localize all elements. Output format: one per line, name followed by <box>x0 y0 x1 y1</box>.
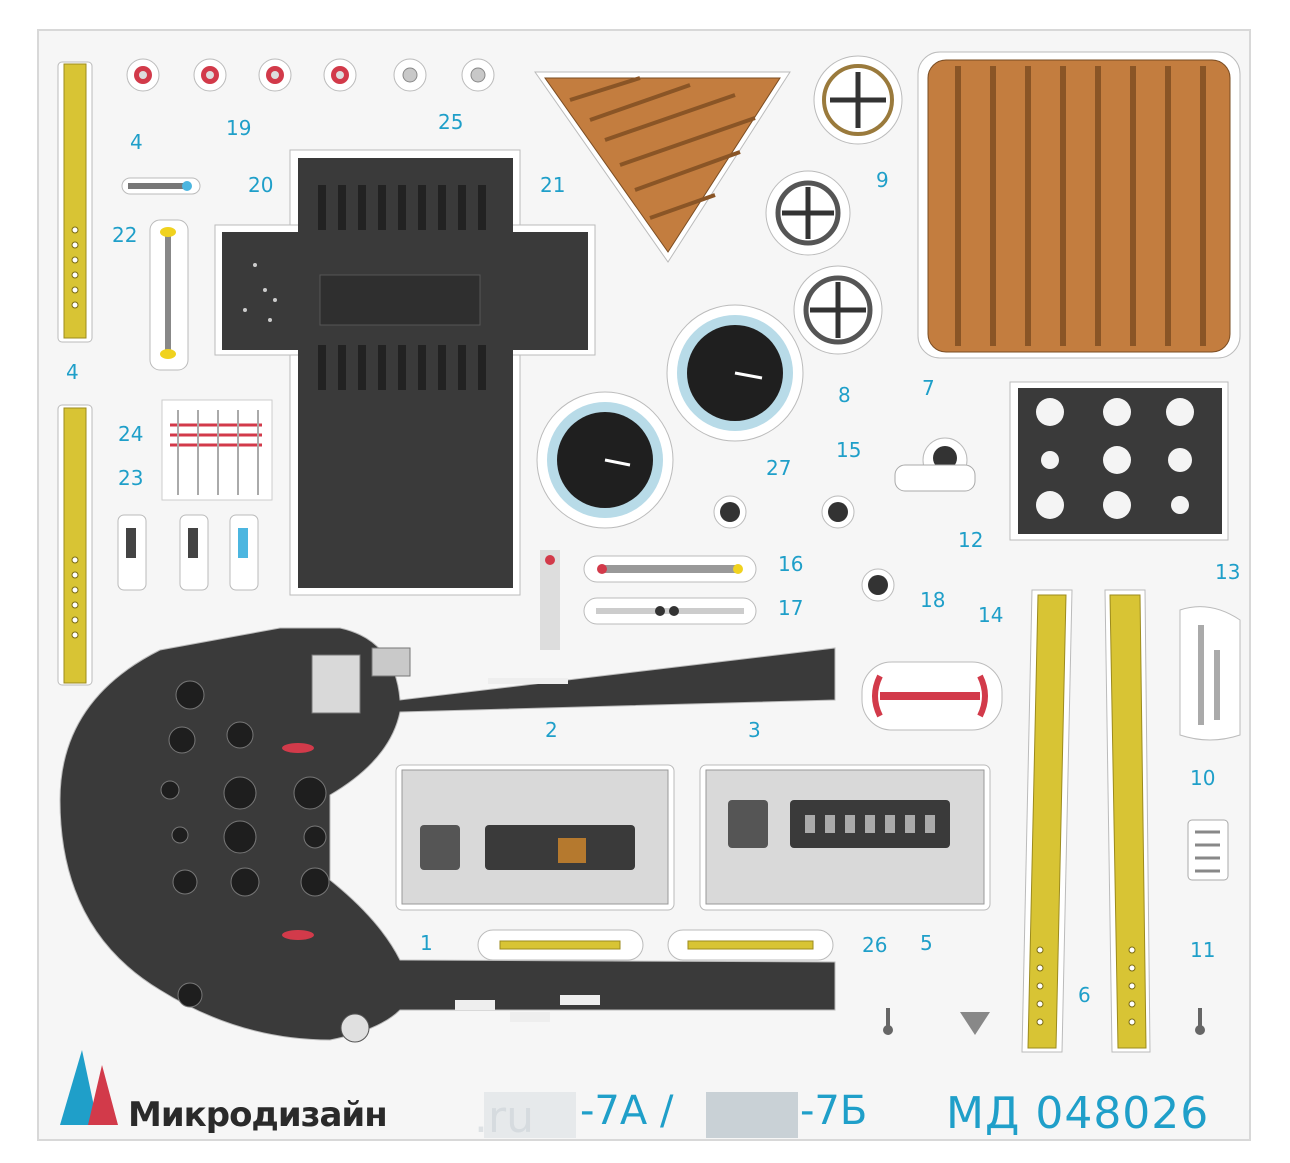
part-wood-seatback <box>917 51 1241 359</box>
label-part-11: 11 <box>1190 938 1216 962</box>
label-part-16: 16 <box>778 552 804 576</box>
label-part-6: 6 <box>1078 983 1091 1007</box>
label-part-10: 10 <box>1190 766 1216 790</box>
label-part-2: 2 <box>545 718 558 742</box>
part-22-handle <box>121 177 201 371</box>
part-14-red-clamp <box>861 661 1003 731</box>
label-part-17: 17 <box>778 596 804 620</box>
label-part-13: 13 <box>1215 560 1241 584</box>
label-part-18: 18 <box>920 588 946 612</box>
model-a: -7А / <box>580 1088 674 1134</box>
part-13-hole-plate <box>1009 381 1229 541</box>
label-part-4a: 4 <box>130 130 143 154</box>
label-part-25: 25 <box>438 110 464 134</box>
dashboard-panel <box>59 627 836 1043</box>
part-24-combs <box>161 399 273 501</box>
label-part-1: 1 <box>420 931 433 955</box>
label-part-14: 14 <box>978 603 1004 627</box>
red-rings-19 <box>126 58 357 92</box>
label-part-7: 7 <box>922 376 935 400</box>
label-part-12: 12 <box>958 528 984 552</box>
label-part-19: 19 <box>226 116 252 140</box>
part-5-panel <box>699 764 991 911</box>
model-b: -7Б <box>800 1088 868 1134</box>
label-part-26: 26 <box>862 933 888 957</box>
label-part-20: 20 <box>248 173 274 197</box>
part-21-wood-triangle <box>534 71 791 263</box>
label-part-15: 15 <box>836 438 862 462</box>
part-16-17-bars <box>540 550 757 650</box>
part-6-belts <box>1021 589 1151 1053</box>
product-code: МД 048026 <box>946 1088 1210 1139</box>
part-8-wheels <box>765 170 883 355</box>
label-part-22: 22 <box>112 223 138 247</box>
part-27-gauges <box>536 304 804 529</box>
part-26-bars <box>477 929 834 961</box>
redaction-block-a <box>484 1092 576 1138</box>
watermark-text: .ru <box>474 1092 534 1143</box>
part-9-wheel <box>813 55 903 145</box>
brass-strip-4-bottom <box>57 404 93 686</box>
label-part-3: 3 <box>748 718 761 742</box>
brass-strip-4-top <box>57 61 93 343</box>
label-part-23: 23 <box>118 466 144 490</box>
part-12-mount <box>894 437 976 492</box>
part-20-panel <box>214 149 596 596</box>
brand-name: Микродизайн <box>128 1095 388 1135</box>
brand-logo-icon <box>60 1050 118 1125</box>
label-part-9: 9 <box>876 168 889 192</box>
label-part-27: 27 <box>766 456 792 480</box>
label-part-8: 8 <box>838 383 851 407</box>
redaction-block-b <box>706 1092 798 1138</box>
label-part-4b: 4 <box>66 360 79 384</box>
part-23-switches <box>117 514 259 591</box>
grey-rings-25 <box>393 58 495 92</box>
parts-10-11 <box>883 606 1241 1035</box>
label-part-5: 5 <box>920 931 933 955</box>
part-1-panel <box>395 764 675 911</box>
label-part-24: 24 <box>118 422 144 446</box>
label-part-21: 21 <box>540 173 566 197</box>
knobs-15-18 <box>713 495 895 602</box>
